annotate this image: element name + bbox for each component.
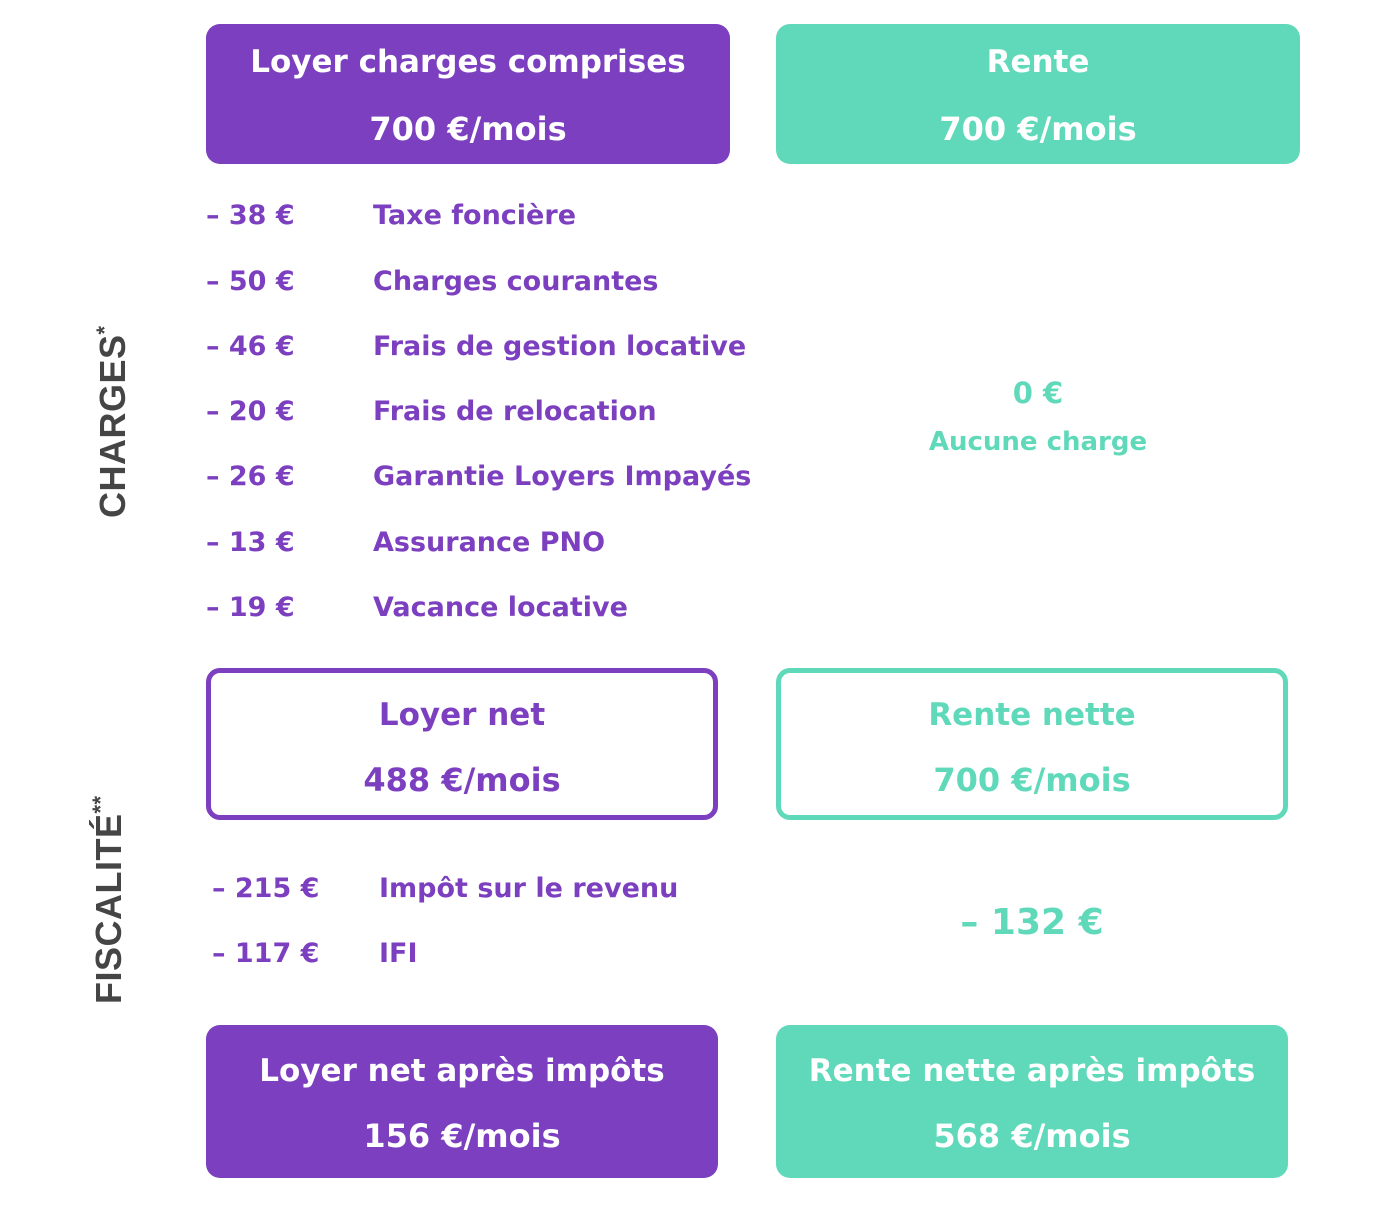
charge-amount: – 46 €: [206, 331, 295, 362]
rente-charges-label: Aucune charge: [928, 427, 1148, 457]
charge-amount: – 13 €: [206, 527, 295, 558]
fiscalite-label-text: FISCALITÉ: [88, 813, 129, 1005]
box-value: 156 €/mois: [363, 1117, 561, 1155]
rente-charges-amount: 0 €: [1012, 376, 1064, 410]
charge-amount: – 50 €: [206, 266, 295, 297]
charges-side-label: CHARGES*: [92, 325, 134, 518]
box-title: Rente nette après impôts: [808, 1053, 1256, 1089]
charges-label-text: CHARGES: [92, 334, 133, 518]
charge-label: Frais de gestion locative: [373, 331, 747, 362]
box-value: 488 €/mois: [363, 761, 561, 799]
box-title: Loyer charges comprises: [250, 44, 686, 80]
box-value: 568 €/mois: [933, 1117, 1131, 1155]
charge-label: Garantie Loyers Impayés: [373, 461, 752, 492]
loyer-net-box: Loyer net 488 €/mois: [206, 668, 718, 820]
charge-label: Frais de relocation: [373, 396, 657, 427]
rente-tax-amount: – 132 €: [960, 902, 1104, 943]
box-value: 700 €/mois: [933, 761, 1131, 799]
charges-label-mark: *: [92, 325, 117, 335]
box-title: Loyer net après impôts: [259, 1053, 665, 1089]
box-value: 700 €/mois: [939, 110, 1137, 148]
loyer-charges-comprises-box: Loyer charges comprises 700 €/mois: [206, 24, 730, 164]
tax-label: Impôt sur le revenu: [379, 873, 679, 904]
rente-nette-apres-impots-box: Rente nette après impôts 568 €/mois: [776, 1025, 1288, 1178]
box-title: Rente nette: [928, 697, 1136, 733]
box-title: Rente: [986, 44, 1090, 80]
rente-box: Rente 700 €/mois: [776, 24, 1300, 164]
fiscalite-label-mark: **: [88, 795, 113, 814]
loyer-net-apres-impots-box: Loyer net après impôts 156 €/mois: [206, 1025, 718, 1178]
box-value: 700 €/mois: [369, 110, 567, 148]
charge-label: Vacance locative: [373, 592, 628, 623]
charge-label: Assurance PNO: [373, 527, 606, 558]
charge-amount: – 26 €: [206, 461, 295, 492]
charge-amount: – 19 €: [206, 592, 295, 623]
charge-label: Charges courantes: [373, 266, 659, 297]
tax-amount: – 117 €: [212, 938, 320, 969]
fiscalite-side-label: FISCALITÉ**: [88, 795, 130, 1004]
tax-label: IFI: [379, 938, 418, 969]
charge-amount: – 38 €: [206, 200, 295, 231]
box-title: Loyer net: [378, 697, 546, 733]
charge-amount: – 20 €: [206, 396, 295, 427]
charge-label: Taxe foncière: [373, 200, 577, 231]
rente-nette-box: Rente nette 700 €/mois: [776, 668, 1288, 820]
tax-amount: – 215 €: [212, 873, 320, 904]
